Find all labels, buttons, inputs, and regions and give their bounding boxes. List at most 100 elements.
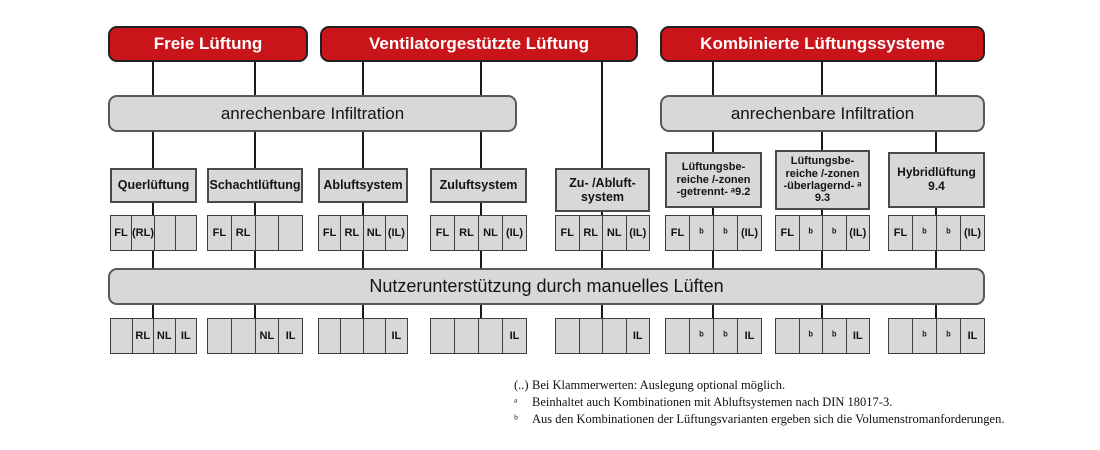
cell: ᵇ [690,319,714,353]
cell: FL [431,216,455,250]
variant-box: Abluftsystem [318,168,408,203]
cell: NL [603,216,627,250]
cell [666,319,690,353]
cell: IL [632,330,643,342]
cell: NL [479,216,503,250]
cell: IL [744,330,755,342]
cell: ᵇ [823,319,847,353]
manual-airing-cells: IL [430,318,527,354]
footnote-marker: ᵇ [514,412,518,426]
cell: IL [967,330,978,342]
cell: NL [154,319,176,353]
variant-box: Schachtlüftung [207,168,303,203]
cell [479,319,503,353]
cell: FL [889,216,913,250]
footnotes: (..) Bei Klammerwerten: Auslegung option… [514,377,1074,428]
header-kombinierte-lueftungssysteme: Kombinierte Lüftungssysteme [660,26,985,62]
cell: ᵇ [937,216,961,250]
user-support-bar: Nutzerunterstützung durch manuelles Lüft… [108,268,985,305]
cell [111,319,133,353]
cell [155,216,176,250]
cell: NL [364,216,386,250]
cell [341,319,364,353]
cell: (IL) [629,227,647,239]
cell [319,319,342,353]
cell: ᵇ [937,319,961,353]
manual-airing-cells: IL [555,318,650,354]
cell: FL [111,216,132,250]
cell: FL [208,216,232,250]
cell: ᵇ [913,216,937,250]
infiltration-box-right: anrechenbare Infiltration [660,95,985,132]
cell [256,216,280,250]
cell: IL [285,330,296,342]
cell: IL [180,330,191,342]
variant-box: Hybridlüftung 9.4 [888,152,985,208]
cell: ᵇ [714,319,738,353]
cell: FL [319,216,342,250]
cell [232,319,256,353]
ventilation-type-cells: FL(RL) [110,215,197,251]
footnote-text: Beinhaltet auch Kombinationen mit Abluft… [532,395,893,409]
cell: RL [232,216,256,250]
cell: ᵇ [823,216,847,250]
cell: NL [256,319,280,353]
cell: ᵇ [714,216,738,250]
manual-airing-cells: NL IL [207,318,303,354]
variant-box: Lüftungsbe- reiche /-zonen -überlagernd-… [775,150,870,210]
cell [455,319,479,353]
cell [364,319,386,353]
cell: RL [341,216,364,250]
header-ventilatorgestuetzte-lueftung: Ventilatorgestützte Lüftung [320,26,638,62]
cell [556,319,580,353]
cell [208,319,232,353]
variant-box: Lüftungsbe- reiche /-zonen -getrennt- ᵃ9… [665,152,762,208]
variant-box: Zuluftsystem [430,168,527,203]
cell: FL [666,216,690,250]
cell: IL [852,330,863,342]
cell: RL [133,319,154,353]
manual-airing-cells: IL [318,318,408,354]
cell: ᵇ [800,319,823,353]
cell [431,319,455,353]
variant-box: Zu- /Abluft- system [555,168,650,212]
cell [776,319,800,353]
footnote-text: Bei Klammerwerten: Auslegung optional mö… [532,378,786,392]
variant-box: Querlüftung [110,168,197,203]
header-freie-lueftung: Freie Lüftung [108,26,308,62]
footnote-marker: ᵃ [514,395,518,409]
infiltration-box-left: anrechenbare Infiltration [108,95,517,132]
cell: FL [776,216,800,250]
footnote-b: ᵇ Aus den Kombinationen der Lüftungsvari… [514,411,1074,428]
cell: (IL) [963,227,982,239]
cell: ᵇ [690,216,714,250]
cell: FL [556,216,580,250]
cell [580,319,603,353]
cell [603,319,627,353]
footnote-a: ᵃ Beinhaltet auch Kombinationen mit Ablu… [514,394,1074,411]
cell: RL [455,216,479,250]
cell: (IL) [849,227,867,239]
cell: ᵇ [800,216,823,250]
cell: IL [509,330,520,342]
cell [279,216,302,250]
cell: IL [391,330,402,342]
cell: RL [580,216,603,250]
footnote-marker: (..) [514,378,529,392]
footnote-brackets: (..) Bei Klammerwerten: Auslegung option… [514,377,1074,394]
cell: (IL) [740,227,759,239]
cell: (IL) [387,227,405,239]
cell [176,216,196,250]
cell: ᵇ [913,319,937,353]
cell: (RL) [132,216,155,250]
